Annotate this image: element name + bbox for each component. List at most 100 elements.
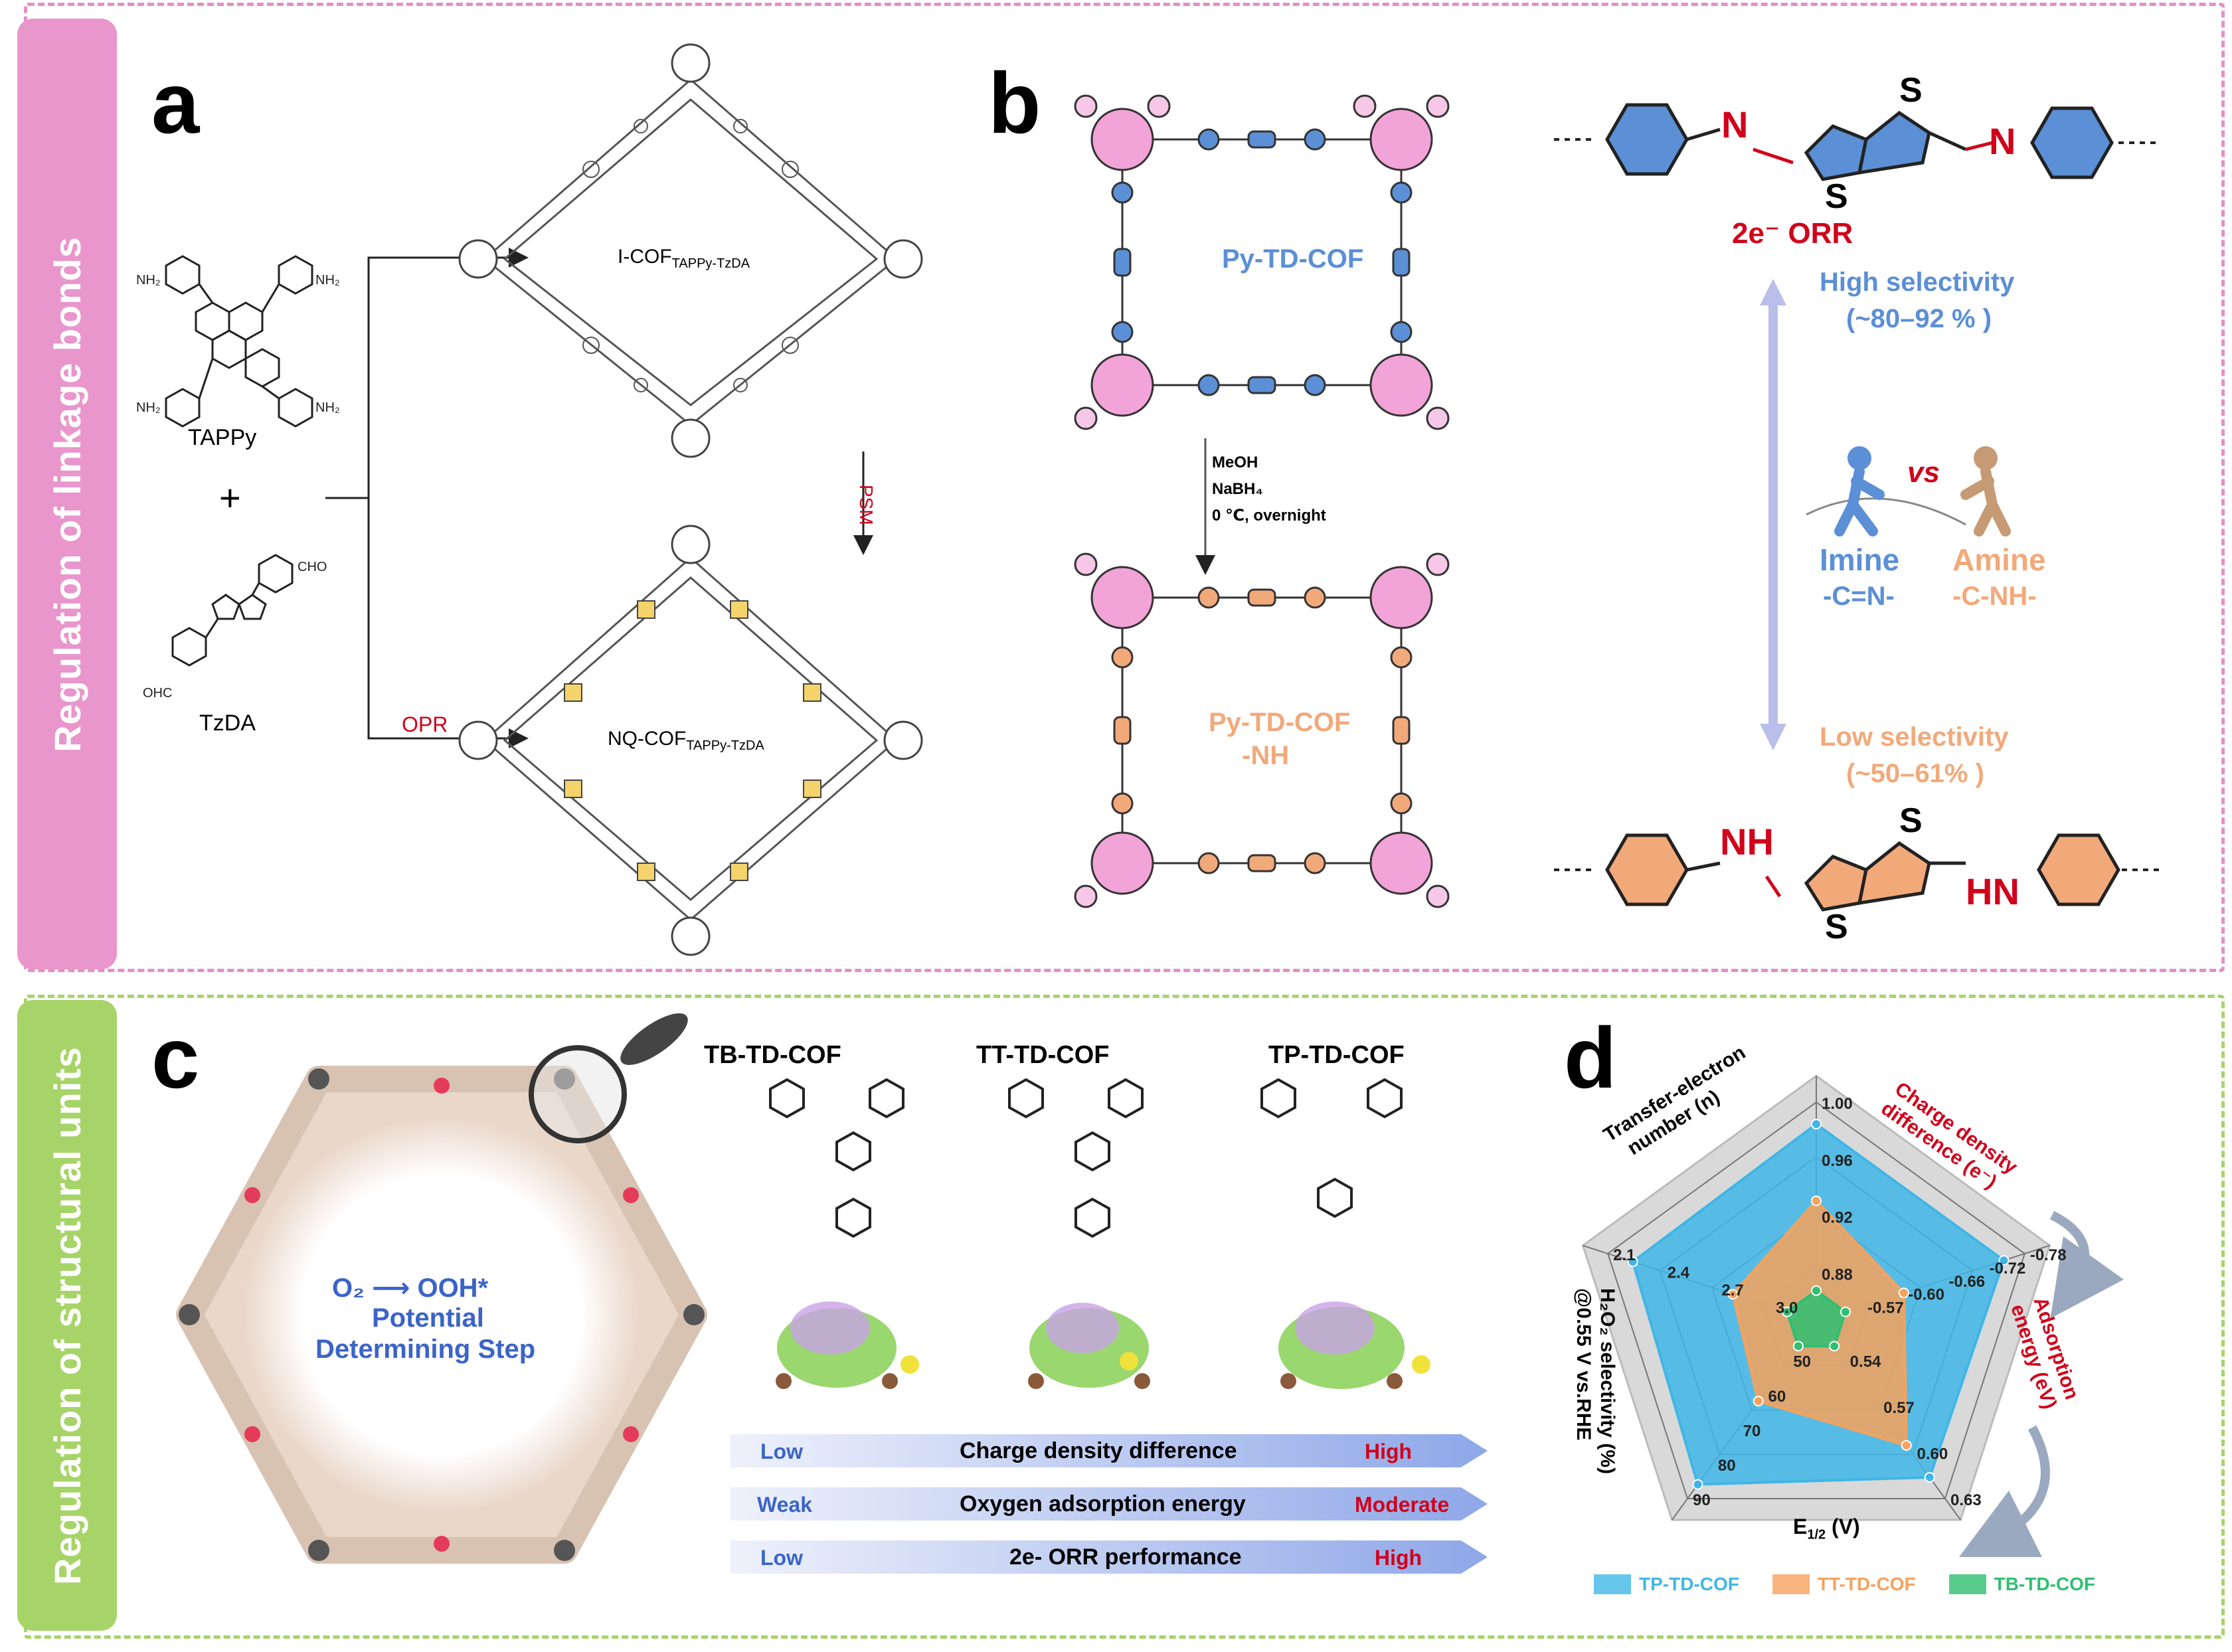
radar-point-TB-TD-COF-0 (1811, 1285, 1822, 1296)
radar-tick-2-3: 0.54 (1850, 1353, 1881, 1371)
py-td-cof-label: Py-TD-COF (1222, 244, 1364, 274)
trend-arrow-2 (1958, 1425, 2050, 1558)
radar-tick-3-0: 90 (1693, 1491, 1711, 1509)
tzda-label: TzDA (199, 710, 256, 736)
radar-tick-2-1: 0.60 (1917, 1446, 1948, 1463)
radar-tick-1-1: -0.72 (1990, 1260, 2026, 1278)
amine-linker-molecule (1554, 833, 2162, 912)
section-tab-structural: Regulation of structural units (17, 1000, 117, 1631)
thiophene-s-top: S (1899, 71, 1923, 110)
reaction-label: O₂ ⟶ OOH* (332, 1274, 489, 1303)
bar2-right: Moderate (1355, 1493, 1450, 1517)
pds-line2: Determining Step (315, 1335, 536, 1364)
radar-tick-3-4: 50 (1793, 1353, 1811, 1371)
plus-sign: + (219, 477, 241, 519)
radar-tick-0-1: 0.96 (1822, 1152, 1853, 1170)
imine-formula: -C=N- (1823, 582, 1895, 611)
pds-line1: Potential (372, 1303, 484, 1333)
radar-tick-2-2: 0.57 (1883, 1399, 1915, 1417)
imine-linker-molecule (1554, 103, 2158, 181)
tt-td-cof-structure (1008, 1078, 1144, 1238)
opr-route-label: OPR (402, 712, 448, 736)
condition-solvent: MeOH (1212, 454, 1258, 471)
radar-tick-4-0: 2.1 (1613, 1246, 1635, 1264)
amine-formula: -C-NH- (1952, 582, 2037, 611)
py-td-cof-nh-label: Py-TD-COF (1209, 708, 1351, 737)
versus-label: vs (1907, 456, 1940, 489)
nq-cof-framework (458, 525, 923, 956)
imine-label: Imine (1820, 542, 1900, 577)
legend-label: TT-TD-COF (1817, 1574, 1916, 1594)
radar-tick-1-0: -0.78 (2030, 1246, 2067, 1264)
orr-label: 2e⁻ ORR (1732, 217, 1853, 250)
panel-letter-d: d (1564, 1009, 1617, 1106)
bar2-left: Weak (757, 1493, 813, 1517)
radar-point-TT-TD-COF-4 (1727, 1289, 1739, 1300)
section-tab-linkage: Regulation of linkage bonds (17, 19, 117, 969)
legend-item: TT-TD-COF (1772, 1574, 1916, 1595)
radar-tick-2-0: 0.63 (1950, 1491, 1982, 1509)
low-selectivity-range: (~50–61% ) (1846, 759, 1984, 788)
thiophene-s-bottom: S (1825, 177, 1848, 216)
tp-td-cof-structure (1260, 1078, 1403, 1218)
tappy-nh2-1: NH₂ (136, 273, 161, 288)
i-cof-label: I-COFTAPPy-TzDA (618, 246, 750, 271)
magnifier-icon (529, 1045, 627, 1143)
legend-label: TB-TD-COF (1994, 1574, 2096, 1594)
i-cof-framework (458, 43, 923, 458)
imine-n-right: N (1989, 120, 2016, 162)
radar-point-TP-TD-COF-0 (1811, 1119, 1822, 1129)
low-selectivity-label: Low selectivity (1820, 722, 2009, 752)
bar1-left: Low (760, 1440, 803, 1463)
py-td-cof-framework (1074, 94, 1450, 430)
radar-tick-0-0: 1.00 (1822, 1095, 1853, 1113)
radar-point-TT-TD-COF-1 (1898, 1287, 1909, 1299)
imine-n-left: N (1721, 104, 1749, 145)
radar-tick-1-3: -0.60 (1908, 1286, 1944, 1304)
radar-tick-3-1: 80 (1718, 1457, 1736, 1475)
radar-point-TP-TD-COF-3 (1692, 1479, 1703, 1490)
amine-nh-right: HN (1966, 870, 2019, 912)
radar-point-TP-TD-COF-4 (1627, 1256, 1638, 1268)
axis-title-e12: E1/2 (V) (1793, 1515, 1860, 1542)
high-selectivity-label: High selectivity (1820, 268, 2015, 297)
radar-point-TB-TD-COF-2 (1829, 1341, 1840, 1352)
panel-letter-c: c (151, 1009, 200, 1106)
radar-point-TP-TD-COF-2 (1924, 1471, 1935, 1483)
legend-swatch (1948, 1574, 1986, 1594)
radar-point-TT-TD-COF-2 (1901, 1440, 1912, 1451)
amine-nh-left: NH (1720, 821, 1774, 863)
radar-tick-3-3: 60 (1768, 1388, 1786, 1406)
radar-series-TB-TD-COF (1785, 1289, 1847, 1348)
svg-text:NH₂: NH₂ (315, 273, 340, 288)
svg-text:CHO: CHO (298, 560, 327, 574)
tappy-label: TAPPy (188, 425, 257, 450)
condition-reagent: NaBH₄ (1212, 480, 1263, 498)
radar-tick-3-2: 70 (1743, 1422, 1761, 1440)
tappy-structure (165, 255, 313, 428)
amine-thiophene-s-bottom: S (1825, 908, 1848, 946)
radar-tick-1-4: -0.57 (1867, 1299, 1904, 1317)
axis-title-selectivity: H₂O₂ selectivity (%)@0.55 V vs.RHE (1573, 1288, 1618, 1475)
legend-swatch (1772, 1574, 1810, 1594)
trend-arrow-1 (2049, 1210, 2124, 1319)
pore-center (242, 1115, 641, 1514)
amine-label: Amine (1952, 542, 2046, 577)
radar-tick-4-1: 2.4 (1668, 1264, 1690, 1282)
bar1-right: High (1365, 1440, 1413, 1463)
bar3-right: High (1375, 1546, 1422, 1570)
trend-bars (730, 1434, 1488, 1574)
bar2-center: Oxygen adsorption energy (960, 1491, 1246, 1517)
radar-tick-0-3: 0.88 (1822, 1266, 1853, 1283)
radar-point-TB-TD-COF-3 (1792, 1341, 1804, 1352)
nq-cof-label: NQ-COFTAPPy-TzDA (608, 728, 764, 753)
condition-temperature: 0 ℃, overnight (1212, 507, 1326, 525)
radar-tick-0-2: 0.92 (1822, 1209, 1853, 1227)
bar3-center: 2e- ORR performance (1009, 1544, 1242, 1570)
tug-of-war-icon (1806, 446, 2011, 537)
py-td-cof-nh-suffix: -NH (1242, 741, 1290, 770)
